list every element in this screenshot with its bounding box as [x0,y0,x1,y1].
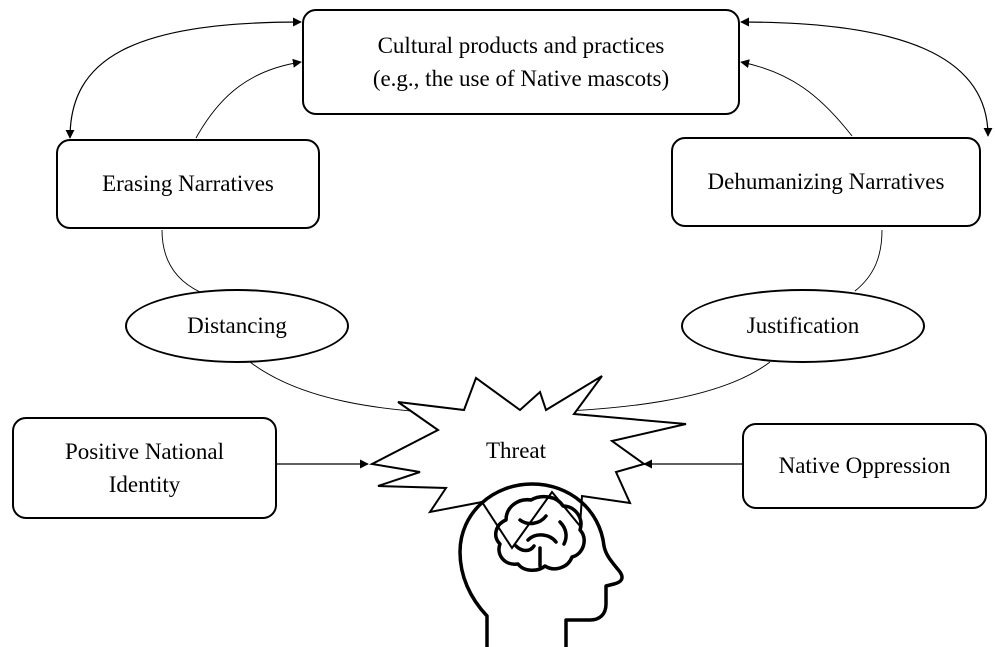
erasing-narratives-box: Erasing Narratives [56,139,320,229]
cultural-products-line2: (e.g., the use of Native mascots) [372,66,670,91]
positive-identity-line2: Identity [108,472,181,497]
line-justification-to-dehumanizing [854,229,883,292]
positive-identity-line1: Positive National [64,438,225,464]
justification-ellipse: Justification [681,289,925,363]
cultural-products-box: Cultural products and practices (e.g., t… [302,9,740,115]
dehumanizing-narratives-box: Dehumanizing Narratives [671,137,981,227]
cultural-products-line1: Cultural products and practices [377,32,665,58]
arrow-erasing-to-cultural [195,58,302,139]
arrow-cultural-dehumanizing-outer [740,17,993,137]
head-brain-icon [458,482,624,647]
arrow-erasing-cultural-outer [65,17,302,139]
distancing-ellipse: Distancing [125,289,349,363]
line-erasing-to-distancing [161,229,201,293]
arrow-dehumanizing-to-cultural [740,59,853,137]
justification-label: Justification [746,313,860,338]
threat-burst-shape [368,375,687,550]
dehumanizing-narratives-label: Dehumanizing Narratives [707,169,945,195]
positive-national-identity-box: Positive National Identity [12,417,277,519]
distancing-label: Distancing [187,313,287,338]
native-oppression-label: Native Oppression [778,453,951,479]
erasing-narratives-label: Erasing Narratives [102,171,274,197]
threat-label: Threat [485,438,546,463]
native-oppression-box: Native Oppression [742,423,987,509]
